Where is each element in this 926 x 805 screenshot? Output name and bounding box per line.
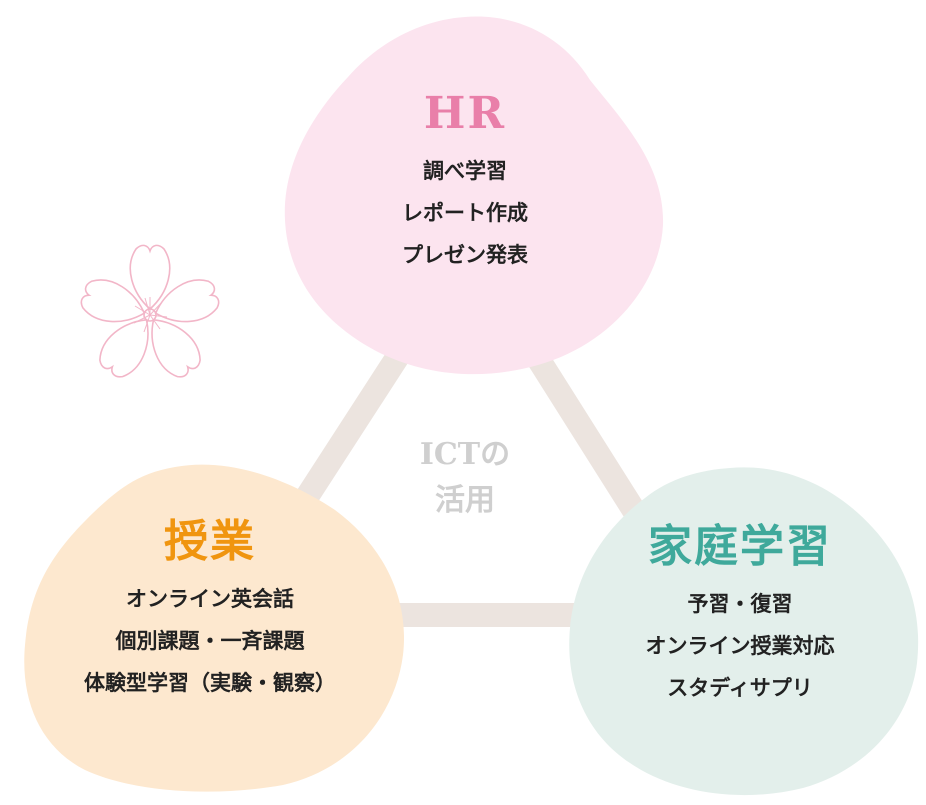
lessons-item: 個別課題・一斉課題 [115,629,305,653]
hr-title: HR [423,88,507,139]
home-item: オンライン授業対応 [645,634,835,658]
center-label: ICTの 活用 [390,432,540,524]
cherry-blossom-icon [80,244,220,378]
center-label-line1: ICTの [419,437,511,472]
hr-item: レポート作成 [402,201,528,225]
lessons-item: 体験型学習（実験・観察） [84,671,336,695]
lessons-item: オンライン英会話 [126,587,294,611]
hr-blob [284,16,664,375]
home-node: 家庭学習 予習・復習 オンライン授業対応 スタディサプリ [590,525,890,709]
home-item: スタディサプリ [667,676,813,700]
hr-node: HR 調べ学習 レポート作成 プレゼン発表 [340,92,590,276]
lessons-title: 授業 [164,516,256,567]
home-item: 予習・復習 [687,592,793,616]
home-title: 家庭学習 [648,521,832,572]
hr-item: 調べ学習 [423,159,507,183]
hr-item: プレゼン発表 [402,243,528,267]
center-label-line2: 活用 [435,483,495,518]
connector-hr-lessons [280,318,427,532]
lessons-blob [24,464,405,792]
home-blob [569,467,919,796]
lessons-node: 授業 オンライン英会話 個別課題・一斉課題 体験型学習（実験・観察） [30,520,390,704]
